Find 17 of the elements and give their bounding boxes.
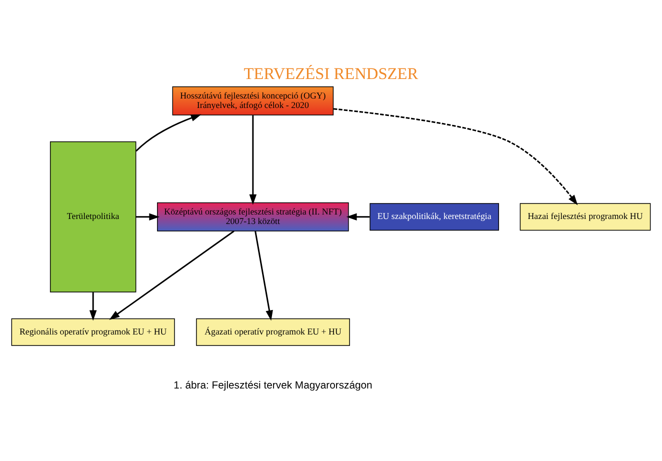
node-box: Területpolitika (50, 140, 136, 292)
node-box: Középtávú országos fejlesztési stratégia (II. NFT) 2007-13 között (157, 202, 349, 231)
arrow (254, 230, 273, 320)
arrow (136, 212, 160, 220)
node-box: Hazai fejlesztési programok HU (520, 202, 651, 230)
arrow (89, 292, 97, 320)
diagram-title: TERVEZÉSI RENDSZER (244, 64, 418, 83)
node-box: EU szakpolitikák, keretstratégia (370, 202, 500, 230)
arrow (346, 212, 370, 220)
node-box: Ágazati operatív programok EU + HU (196, 318, 350, 346)
arrow (249, 114, 257, 204)
arrow (136, 114, 202, 152)
node-box: Hosszútávú fejlesztési koncepció (OGY) Irányelvek, átfogó célok - 2020 (172, 86, 334, 115)
caption: 1. ábra: Fejlesztési tervek Magyarországon (174, 380, 372, 391)
arrow (333, 108, 578, 205)
arrow (109, 230, 234, 320)
node-box: Regionális operatív programok EU + HU (11, 318, 175, 346)
